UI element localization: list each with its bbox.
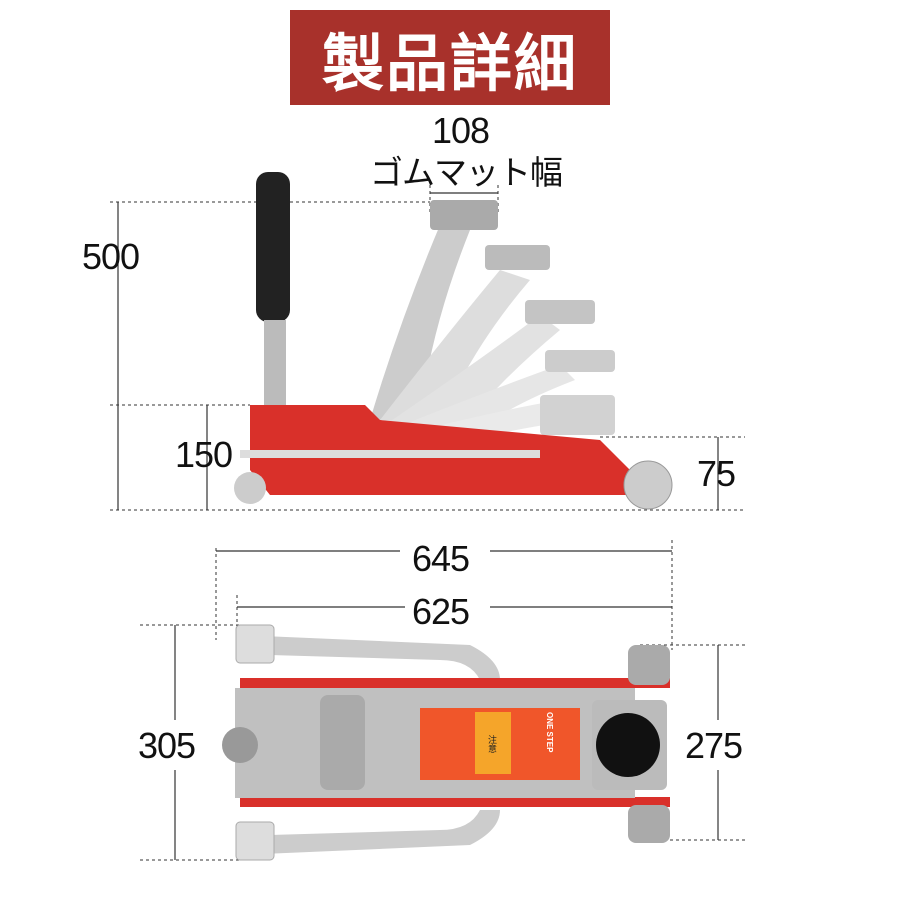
overall-width-value: 305 (138, 725, 196, 766)
jack-top-view (222, 624, 670, 861)
title-banner: 製品詳細 (290, 10, 610, 105)
frame-height-value: 150 (175, 434, 233, 475)
rubber-mat-width-value: 108 (432, 110, 490, 151)
max-height-value: 500 (82, 236, 140, 277)
min-height-value: 75 (697, 453, 736, 494)
body-length-value: 625 (412, 591, 470, 632)
rubber-mat-width-label: ゴムマット幅 (370, 154, 563, 191)
caution-label: 注意 (487, 735, 497, 753)
overall-length-value: 645 (412, 538, 470, 579)
page-title: 製品詳細 (321, 26, 578, 100)
wheel-width-value: 275 (685, 725, 743, 766)
jack-side-view (234, 172, 673, 510)
brand-label: ONE STEP (545, 712, 554, 753)
